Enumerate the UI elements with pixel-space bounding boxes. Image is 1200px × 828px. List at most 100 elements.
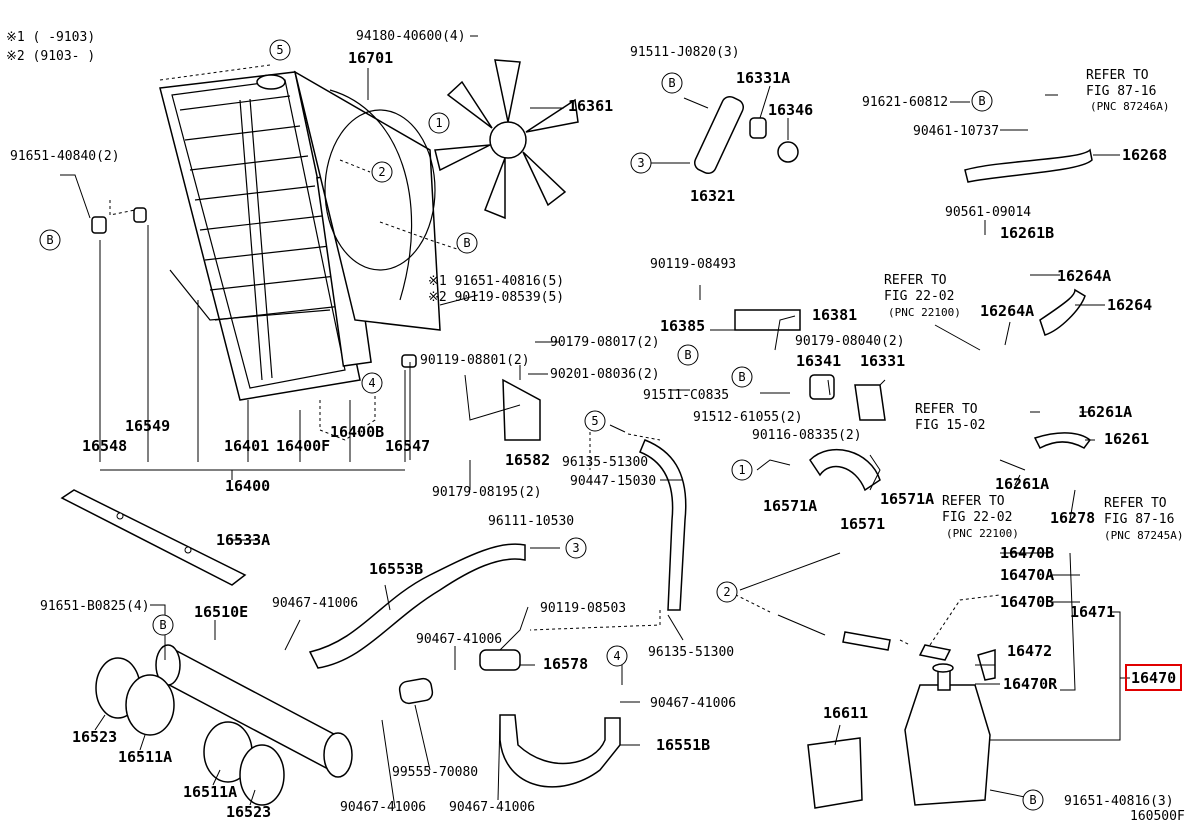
svg-text:1: 1 bbox=[435, 116, 442, 130]
label-16268: 16268 bbox=[1122, 146, 1167, 164]
label-16470r: 16470R bbox=[1003, 675, 1058, 693]
label-94180: 94180-40600(4) bbox=[356, 29, 466, 44]
label-96111: 96111-10530 bbox=[488, 514, 574, 529]
label-90447: 90447-15030 bbox=[570, 474, 656, 489]
callouts: 5 1 2 B B 4 B 3 B B B 5 1 3 2 B 4 B bbox=[39, 39, 1044, 811]
label-16549: 16549 bbox=[125, 417, 170, 435]
label-16511a-bottom: 16511A bbox=[183, 783, 237, 801]
label-16385: 16385 bbox=[660, 317, 705, 335]
label-16331a: 16331A bbox=[736, 69, 790, 87]
callout-5-top: 5 bbox=[269, 39, 291, 61]
label-16571a-left: 16571A bbox=[763, 497, 817, 515]
label-16361: 16361 bbox=[568, 97, 613, 115]
label-16264: 16264 bbox=[1107, 296, 1152, 314]
label-16523-bottom: 16523 bbox=[226, 803, 271, 821]
refer-87-16a-line1: REFER TO bbox=[1086, 68, 1149, 83]
heater-hoses-drawing bbox=[964, 148, 1093, 450]
label-16400: 16400 bbox=[225, 477, 270, 495]
label-16611: 16611 bbox=[823, 704, 868, 722]
label-16264a-mid: 16264A bbox=[980, 302, 1034, 320]
label-16261a-bottom: 16261A bbox=[995, 475, 1049, 493]
figure-id: 160500F bbox=[1130, 809, 1185, 824]
svg-text:B: B bbox=[668, 76, 675, 90]
callout-1-mid: 1 bbox=[731, 459, 753, 481]
part-labels: 94180-40600(4) 16701 16361 91651-40840(2… bbox=[10, 29, 1185, 824]
footnote-1: ※1 ( -9103) bbox=[6, 30, 95, 45]
refer-87-16a-line2: FIG 87-16 bbox=[1086, 84, 1156, 99]
refer-22-02a-line1: REFER TO bbox=[884, 273, 947, 288]
label-16470b-top: 16470B bbox=[1000, 544, 1054, 562]
label-16548: 16548 bbox=[82, 437, 127, 455]
small-parts-drawing bbox=[398, 95, 886, 705]
fan-drawing bbox=[434, 59, 579, 220]
callout-4-mid: 4 bbox=[361, 372, 383, 394]
label-16381: 16381 bbox=[812, 306, 857, 324]
label-90467-e: 90467-41006 bbox=[449, 800, 535, 815]
callout-1-top: 1 bbox=[428, 112, 450, 134]
label-16470: 16470 bbox=[1131, 669, 1176, 687]
refer-22-02b-line1: REFER TO bbox=[942, 494, 1005, 509]
label-16553b: 16553B bbox=[369, 560, 423, 578]
label-90179-08017: 90179-08017(2) bbox=[550, 335, 660, 350]
label-91651-40816-5: ※1 91651-40816(5) bbox=[428, 274, 564, 289]
label-90119-08503: 90119-08503 bbox=[540, 601, 626, 616]
callout-b-91512: B bbox=[731, 366, 753, 388]
label-16321: 16321 bbox=[690, 187, 735, 205]
callout-b-left: B bbox=[39, 229, 61, 251]
refer-87-16b-line2: FIG 87-16 bbox=[1104, 512, 1174, 527]
refer-15-02-line2: FIG 15-02 bbox=[915, 418, 985, 433]
label-16261: 16261 bbox=[1104, 430, 1149, 448]
hose-16553b bbox=[308, 543, 526, 669]
label-16571: 16571 bbox=[840, 515, 885, 533]
label-91651-40840: 91651-40840(2) bbox=[10, 149, 120, 164]
label-16471: 16471 bbox=[1070, 603, 1115, 621]
label-16278: 16278 bbox=[1050, 509, 1095, 527]
mount-strip-drawing bbox=[60, 489, 247, 586]
label-90116: 90116-08335(2) bbox=[752, 428, 862, 443]
label-16264a-top: 16264A bbox=[1057, 267, 1111, 285]
label-90467-d: 90467-41006 bbox=[340, 800, 426, 815]
label-16472: 16472 bbox=[1007, 642, 1052, 660]
svg-text:B: B bbox=[738, 370, 745, 384]
label-16470a: 16470A bbox=[1000, 566, 1054, 584]
svg-text:B: B bbox=[46, 233, 53, 247]
footnote-2: ※2 (9103- ) bbox=[6, 49, 95, 64]
svg-text:3: 3 bbox=[637, 156, 644, 170]
label-91621: 91621-60812 bbox=[862, 95, 948, 110]
svg-text:1: 1 bbox=[738, 463, 745, 477]
svg-text:5: 5 bbox=[276, 43, 283, 57]
svg-text:5: 5 bbox=[591, 414, 598, 428]
label-16341: 16341 bbox=[796, 352, 841, 370]
label-16510e: 16510E bbox=[194, 603, 248, 621]
label-90467-b: 90467-41006 bbox=[416, 632, 502, 647]
svg-text:B: B bbox=[684, 348, 691, 362]
label-16346: 16346 bbox=[768, 101, 813, 119]
callout-2-top: 2 bbox=[371, 161, 393, 183]
callout-b-bottom-right: B bbox=[1022, 789, 1044, 811]
refer-87-16b-line1: REFER TO bbox=[1104, 496, 1167, 511]
pipe-16510e-drawing bbox=[95, 644, 353, 806]
label-90201: 90201-08036(2) bbox=[550, 367, 660, 382]
label-16511a-top: 16511A bbox=[118, 748, 172, 766]
svg-text:B: B bbox=[1029, 793, 1036, 807]
refer-22-02b-line3: (PNC 22100) bbox=[946, 527, 1019, 540]
callout-b-16510e: B bbox=[152, 614, 174, 636]
label-90179-08195: 90179-08195(2) bbox=[432, 485, 542, 500]
label-16571a-right: 16571A bbox=[880, 490, 934, 508]
label-96135-bottom: 96135-51300 bbox=[648, 645, 734, 660]
label-16578: 16578 bbox=[543, 655, 588, 673]
label-16331: 16331 bbox=[860, 352, 905, 370]
label-16523-top: 16523 bbox=[72, 728, 117, 746]
callout-b-91511j: B bbox=[661, 72, 683, 94]
callout-4-bottom: 4 bbox=[606, 645, 628, 667]
refer-22-02a-line2: FIG 22-02 bbox=[884, 289, 954, 304]
label-91511-j0820: 91511-J0820(3) bbox=[630, 45, 740, 60]
label-16261a-top: 16261A bbox=[1078, 403, 1132, 421]
callout-b-91621: B bbox=[971, 90, 993, 112]
label-16547: 16547 bbox=[385, 437, 430, 455]
label-90467-a: 90467-41006 bbox=[272, 596, 358, 611]
label-90119-08493: 90119-08493 bbox=[650, 257, 736, 272]
label-16261b: 16261B bbox=[1000, 224, 1054, 242]
label-90119-08539-5: ※2 90119-08539(5) bbox=[428, 290, 564, 305]
label-16400f: 16400F bbox=[276, 437, 330, 455]
